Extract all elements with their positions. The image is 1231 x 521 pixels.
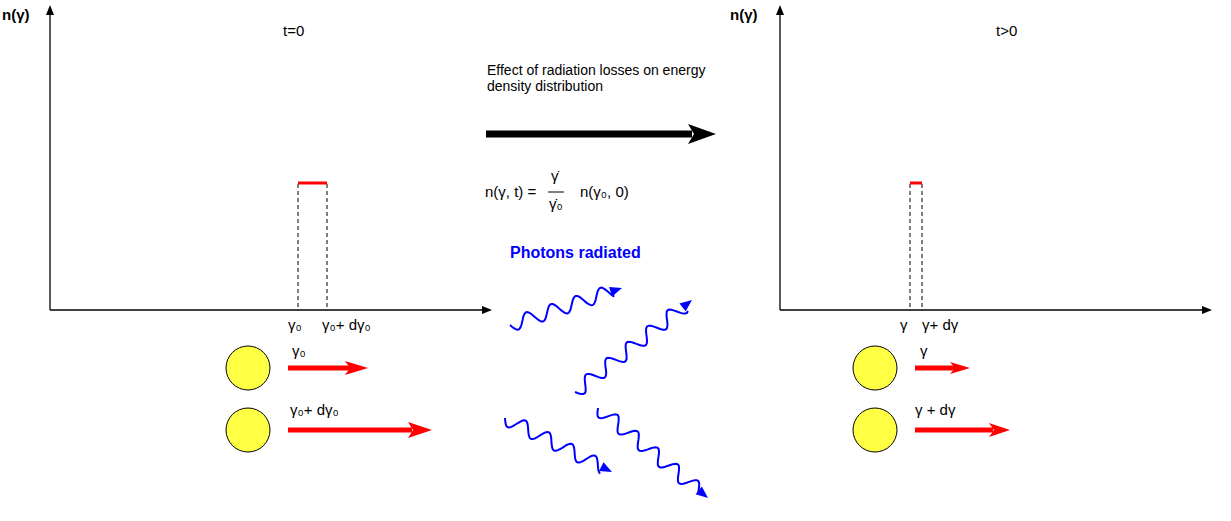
tick-label: γ₀+ dγ₀	[322, 316, 371, 333]
velocity-arrows	[288, 361, 1010, 438]
time-label: t>0	[996, 22, 1017, 39]
photon-label: Photons radiated	[510, 244, 641, 262]
photon-arrowhead	[696, 487, 708, 498]
time-label: t=0	[283, 22, 304, 39]
photon-arrowhead	[599, 462, 612, 472]
axis-arrowheads	[46, 5, 1212, 314]
photon-wave	[575, 310, 688, 394]
particle-label: γ	[920, 342, 928, 359]
equation-text: n(γ₀, 0)	[580, 183, 629, 200]
fraction-bar	[548, 192, 564, 193]
process-caption: Effect of radiation losses on energy den…	[487, 62, 715, 94]
photon-wave	[510, 288, 614, 330]
equation-numerator: γ̇	[551, 167, 559, 184]
photon-wave	[597, 408, 699, 494]
photon-waves	[505, 287, 708, 498]
tick-label: γ₀	[288, 316, 302, 333]
photon-wave	[505, 418, 600, 474]
axis-label: n(γ)	[730, 6, 758, 23]
photon-arrowhead	[609, 287, 622, 296]
equation-text: n(γ, t) =	[485, 183, 536, 200]
photon-arrowhead	[679, 300, 692, 311]
tick-label: γ+ dγ	[922, 316, 958, 333]
particle-label: γ + dγ	[915, 401, 955, 418]
bin-edges	[298, 184, 922, 310]
particle-label: γ₀	[292, 342, 306, 359]
process-arrow	[486, 124, 716, 144]
axes	[50, 12, 1206, 310]
particles	[226, 346, 897, 452]
axis-label: n(γ)	[2, 6, 30, 23]
tick-label: γ	[900, 316, 908, 333]
equation-denominator: γ̇₀	[549, 195, 563, 212]
particle-label: γ₀+ dγ₀	[290, 401, 339, 418]
